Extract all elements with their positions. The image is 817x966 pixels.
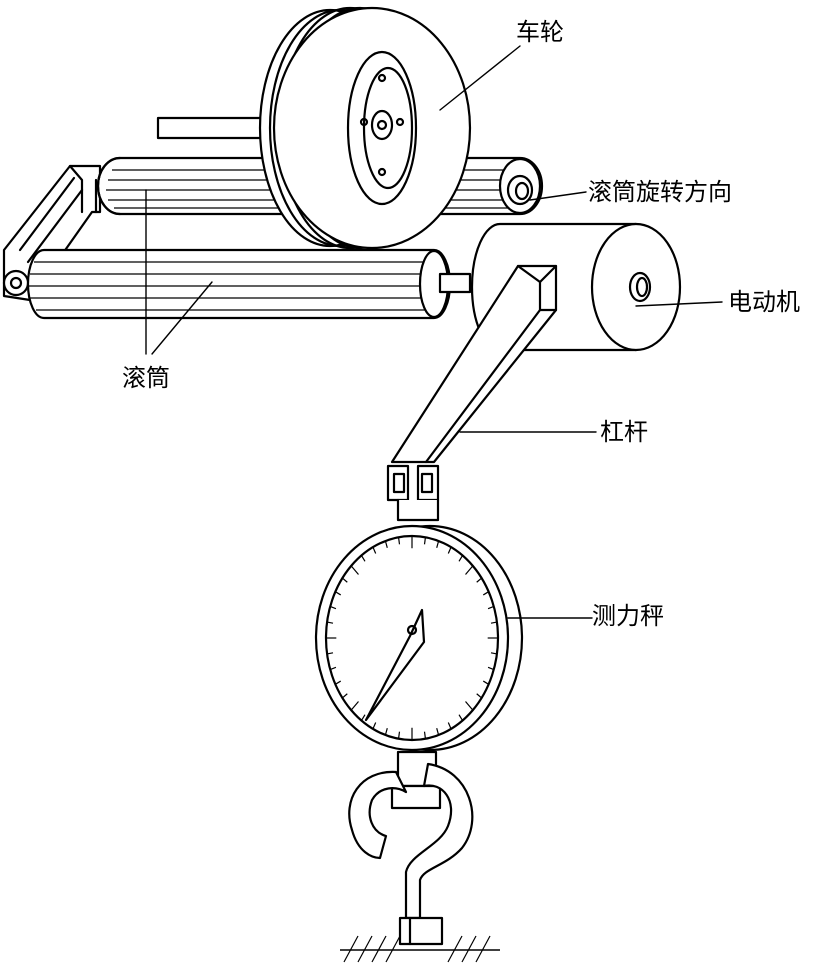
dial-tick <box>476 577 482 583</box>
dial-tick <box>423 731 427 739</box>
upper-hook-connector <box>386 464 440 522</box>
dial-tick <box>423 537 427 545</box>
dial-tick <box>335 680 342 685</box>
dial-tick <box>397 731 401 739</box>
dial-tick <box>335 591 342 596</box>
wheel-label: 车轮 <box>516 18 564 46</box>
dial-tick <box>447 722 452 730</box>
dial-tick <box>436 540 440 548</box>
front-roller <box>26 248 472 320</box>
dynamometer-dial <box>314 524 524 752</box>
dial-tick <box>350 565 359 575</box>
dial-tick <box>458 555 464 562</box>
leader-lines <box>145 45 723 619</box>
dial-tick <box>487 666 495 671</box>
dynamometer-label: 测力秤 <box>592 602 664 630</box>
dial-tick <box>482 591 489 596</box>
dial-tick <box>458 714 464 721</box>
motor-label: 电动机 <box>728 288 800 316</box>
lower-hook <box>348 750 474 946</box>
dial-tick <box>436 728 440 736</box>
dial-tick <box>465 565 474 575</box>
roller-rotation-direction-label: 滚筒旋转方向 <box>588 178 732 206</box>
wheel-leader-line <box>439 45 521 111</box>
wheel <box>258 6 472 250</box>
dial-tick <box>490 652 498 655</box>
roller-label: 滚筒 <box>122 364 170 392</box>
dial-tick <box>397 537 401 545</box>
dial-tick <box>329 605 337 610</box>
dial-tick <box>360 555 366 562</box>
motor-leader-line <box>635 301 723 307</box>
dial-tick <box>342 693 348 699</box>
dial-tick <box>372 546 377 554</box>
lever-label: 杠杆 <box>600 418 648 446</box>
lever-arm <box>390 264 558 464</box>
dial-tick <box>476 693 482 699</box>
dial-tick-marks <box>326 536 498 740</box>
dial-tick <box>326 652 334 655</box>
dial-tick <box>384 728 388 736</box>
rotation-leader-line <box>529 191 587 201</box>
dial-tick <box>465 701 474 711</box>
dial-tick <box>487 605 495 610</box>
dial-tick <box>329 666 337 671</box>
ground-hatching <box>340 935 500 963</box>
dial-tick <box>360 714 366 721</box>
dial-tick <box>490 621 498 624</box>
dial-tick <box>482 680 489 685</box>
dial-tick <box>326 621 334 624</box>
dial-tick <box>372 722 377 730</box>
frame-bracket <box>2 116 264 302</box>
dial-tick <box>342 577 348 583</box>
dial-tick <box>350 701 359 711</box>
roller-leader-line-2 <box>151 281 213 355</box>
dial-tick <box>384 540 388 548</box>
dial-tick <box>447 546 452 554</box>
